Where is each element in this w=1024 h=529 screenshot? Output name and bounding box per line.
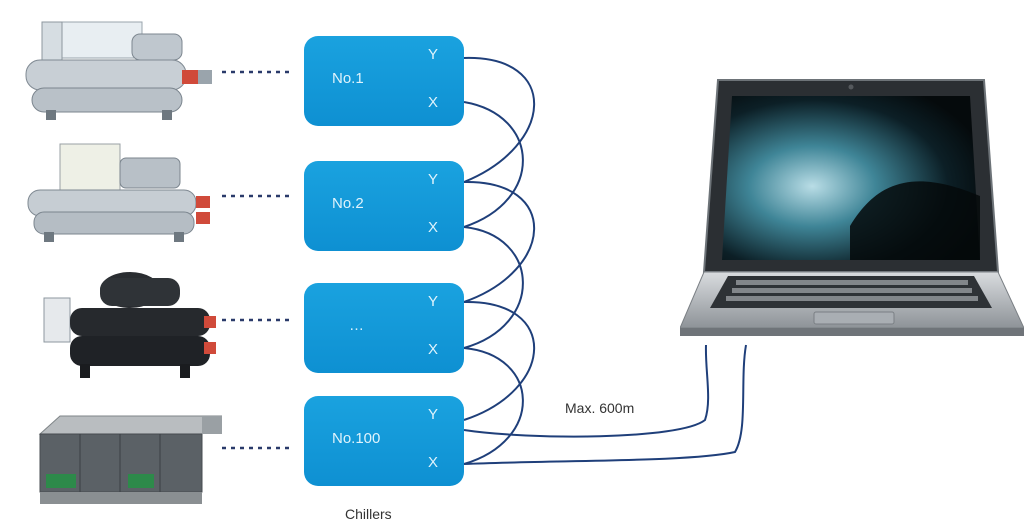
node-label: No.2 <box>332 195 364 212</box>
bus-wire-x-3-4 <box>463 347 524 465</box>
terminal-x: X <box>427 94 438 111</box>
terminal-y: Y <box>427 293 438 310</box>
bus-wire-y-3-4 <box>463 300 535 421</box>
terminal-y: Y <box>427 46 438 63</box>
screw-chiller-with-panel-icon <box>27 143 210 242</box>
node-2: No.2 Y X <box>304 161 464 251</box>
node-label: … <box>349 317 364 334</box>
node-ellipsis: … Y X <box>304 283 464 373</box>
cable-y-to-laptop <box>463 344 710 438</box>
bus-wire-y-1-2 <box>463 56 535 183</box>
bus-wire-y-2-3 <box>463 180 535 303</box>
cable-length-label: Max. 600m <box>565 400 635 416</box>
chillers-caption: Chillers <box>345 506 392 522</box>
terminal-y: Y <box>427 406 438 423</box>
air-cooled-chiller-icon <box>38 415 222 504</box>
terminal-x: X <box>427 454 438 471</box>
node-100: No.100 Y X <box>304 396 464 486</box>
terminal-x: X <box>427 219 438 236</box>
laptop-icon <box>680 79 1024 336</box>
terminal-y: Y <box>427 171 438 188</box>
centrifugal-chiller-icon <box>43 272 216 378</box>
node-label: No.1 <box>332 70 364 87</box>
bus-wire-x-1-2 <box>463 101 524 228</box>
node-1: No.1 Y X <box>304 36 464 126</box>
bus-wire-x-2-3 <box>463 226 524 349</box>
node-label: No.100 <box>332 430 381 447</box>
terminal-x: X <box>427 341 438 358</box>
screw-chiller-icon <box>25 21 212 120</box>
cable-x-to-laptop <box>463 344 747 465</box>
